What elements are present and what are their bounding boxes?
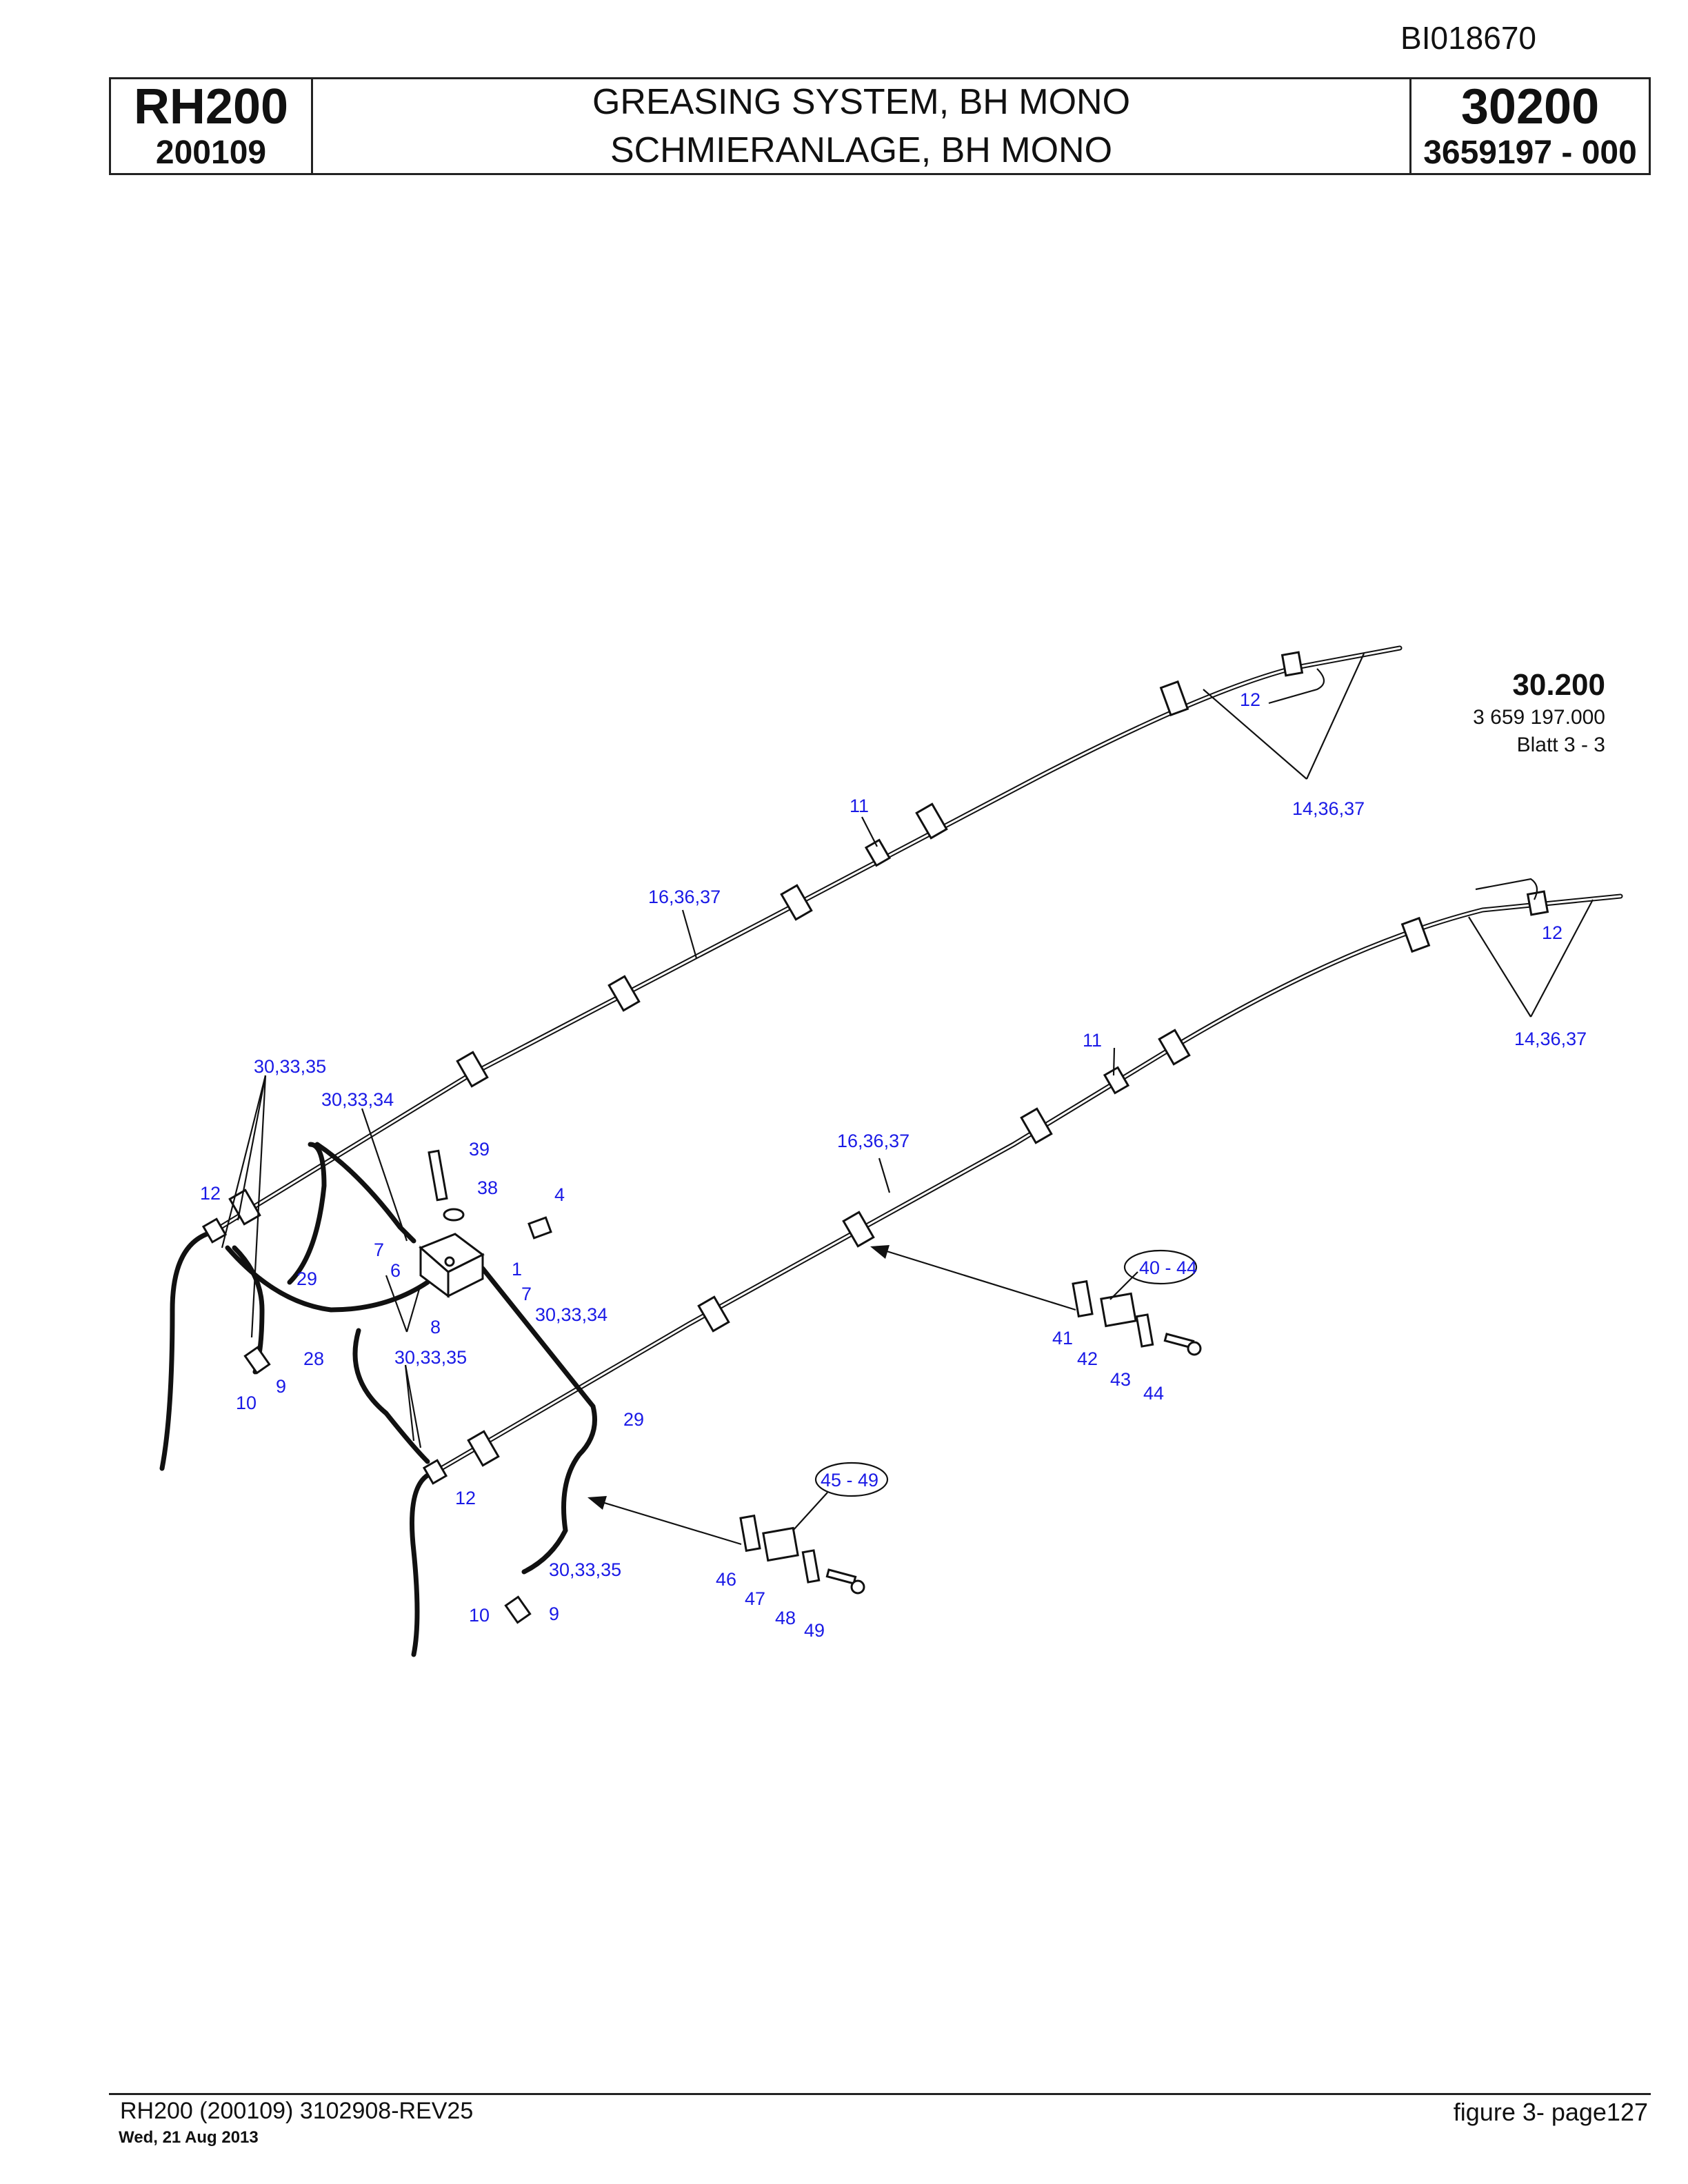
pipe-clamp <box>1159 680 1189 717</box>
left-hoses <box>159 1142 597 1657</box>
callout: 11 <box>850 796 869 816</box>
callout-labels: 12 14,36,37 11 16,36,37 12 14,36,37 11 1… <box>200 689 1587 1641</box>
hose-end <box>1268 668 1325 705</box>
callout: 1 <box>512 1259 522 1280</box>
callout: 30,33,34 <box>321 1089 394 1110</box>
callout: 16,36,37 <box>837 1131 910 1151</box>
pipe-coupling <box>1103 1066 1130 1095</box>
callout: 42 <box>1077 1348 1098 1369</box>
lower-line-clamps <box>467 878 1549 1467</box>
group-number: 30200 <box>1460 79 1600 134</box>
lower-grease-line <box>439 893 1623 1471</box>
callout: 10 <box>469 1605 490 1626</box>
footer-page: figure 3- page127 <box>1453 2098 1648 2126</box>
callout: 9 <box>276 1376 286 1397</box>
callout: 8 <box>430 1317 441 1337</box>
callout: 30,33,35 <box>254 1056 326 1077</box>
footer-date: Wed, 21 Aug 2013 <box>119 2128 259 2147</box>
model-name: RH200 <box>133 79 289 134</box>
pipe-clamp <box>915 802 948 840</box>
pipe-fitting <box>1280 651 1304 677</box>
callout: 9 <box>549 1604 559 1624</box>
stamp-group: 30.200 <box>1512 668 1605 702</box>
callout: 30,33,35 <box>394 1347 467 1368</box>
pipe-clamp <box>1400 916 1431 953</box>
callout-group-ring <box>814 1462 889 1497</box>
pipe-clamp <box>228 1189 261 1226</box>
bolt <box>428 1149 448 1202</box>
callout: 45 - 49 <box>821 1470 878 1490</box>
fitting <box>201 1217 228 1244</box>
footer: RH200 (200109) 3102908-REV25 Wed, 21 Aug… <box>109 2093 1651 2147</box>
document-id: BI018670 <box>1400 20 1536 56</box>
callout: 11 <box>1083 1030 1102 1051</box>
callout: 16,36,37 <box>648 887 721 907</box>
callout: 39 <box>469 1139 490 1160</box>
callout: 7 <box>374 1240 384 1260</box>
pipe-clamp <box>842 1211 875 1248</box>
callout: 4 <box>554 1184 565 1205</box>
upper-line-clamps <box>228 651 1325 1226</box>
callout: 40 - 44 <box>1139 1257 1197 1278</box>
title-english: GREASING SYSTEM, BH MONO <box>592 82 1131 122</box>
footer-doc-ref: RH200 (200109) 3102908-REV25 <box>120 2098 474 2124</box>
callout-group-ring <box>1123 1249 1198 1285</box>
pipe-clamp <box>467 1430 500 1467</box>
distributor-block <box>419 1233 485 1298</box>
stamp-number: 3 659 197.000 <box>1473 706 1605 729</box>
clamp-assembly-45-49 <box>739 1514 865 1595</box>
title-block: RH200 200109 GREASING SYSTEM, BH MONO SC… <box>109 77 1651 175</box>
callout: 10 <box>236 1393 257 1413</box>
pipe-clamp <box>697 1295 730 1333</box>
plug <box>528 1216 552 1240</box>
callout: 47 <box>745 1588 765 1609</box>
pipe-coupling <box>864 838 892 867</box>
part-number: 3659197 - 000 <box>1423 134 1637 171</box>
callout: 6 <box>390 1260 401 1281</box>
callout: 41 <box>1052 1328 1073 1348</box>
callout: 29 <box>297 1268 317 1289</box>
callout: 28 <box>303 1348 324 1369</box>
pipe-fitting <box>1526 890 1549 916</box>
callout: 38 <box>477 1177 498 1198</box>
hose-end <box>1475 878 1538 900</box>
callout: 12 <box>455 1488 476 1508</box>
pipe-clamp <box>607 975 641 1012</box>
callout: 30,33,34 <box>535 1304 607 1325</box>
upper-grease-line <box>218 645 1403 1230</box>
pipe-clamp <box>780 884 813 921</box>
group-cell: 30200 3659197 - 000 <box>1411 79 1649 173</box>
leader-lines <box>221 653 1594 1531</box>
title-cell: GREASING SYSTEM, BH MONO SCHMIERANLAGE, … <box>313 79 1411 173</box>
callout: 7 <box>521 1284 532 1304</box>
title-german: SCHMIERANLAGE, BH MONO <box>610 130 1113 170</box>
pipe-clamp <box>456 1051 489 1088</box>
callout: 44 <box>1143 1383 1164 1404</box>
model-cell: RH200 200109 <box>111 79 313 173</box>
fitting <box>422 1459 448 1485</box>
callout: 12 <box>1240 689 1260 710</box>
callout: 49 <box>804 1620 825 1641</box>
callout: 30,33,35 <box>549 1559 621 1580</box>
callout: 12 <box>200 1183 221 1204</box>
callout: 43 <box>1110 1369 1131 1390</box>
stamp-sheet: Blatt 3 - 3 <box>1517 734 1605 756</box>
callout: 46 <box>716 1569 736 1590</box>
callout: 12 <box>1542 922 1563 943</box>
fitting <box>504 1595 532 1624</box>
pipe-clamp <box>1158 1029 1191 1066</box>
clamp-assembly-40-44 <box>1072 1280 1202 1356</box>
callout: 14,36,37 <box>1514 1029 1587 1049</box>
callout: 29 <box>623 1409 644 1430</box>
assembly-arrows <box>587 1245 1076 1546</box>
callout: 14,36,37 <box>1292 798 1365 819</box>
serial-number: 200109 <box>155 134 267 171</box>
bolt-washer-plug <box>428 1149 552 1240</box>
washer <box>443 1208 465 1222</box>
callout: 48 <box>775 1608 796 1628</box>
pipe-clamp <box>1020 1107 1053 1144</box>
fitting <box>243 1346 271 1375</box>
small-fittings <box>201 1217 532 1624</box>
